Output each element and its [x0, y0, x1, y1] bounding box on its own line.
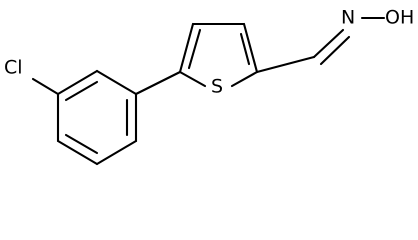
oxime-side-chain: N OH [255, 7, 414, 74]
thiophene-bond-5 [178, 70, 207, 88]
bond-carbon-chlorine [31, 77, 60, 96]
bond-carbon-nitrogen-1 [312, 28, 345, 59]
sulfur-label: S [211, 76, 223, 98]
structure-canvas: Cl S N OH [4, 6, 415, 166]
bond-phenyl-thiophene [134, 70, 182, 96]
thiophene-double-bond-2 [239, 32, 251, 66]
hydroxyl-label: OH [385, 7, 414, 29]
thiophene-ring: S [178, 22, 259, 98]
thiophene-bond-3 [242, 22, 259, 74]
bond-ring-2 [95, 69, 138, 96]
bond-ring-1 [56, 69, 99, 96]
bond-ring-5 [56, 139, 99, 166]
aromatic-bond-3 [64, 133, 99, 155]
chlorine-substituent: Cl [4, 57, 60, 96]
thiophene-double-bond-1 [187, 28, 202, 70]
thiophene-bond-4 [230, 70, 259, 88]
chlorophenyl-ring [56, 69, 138, 166]
nitrogen-label: N [341, 7, 355, 29]
thiophene-bond-1 [178, 22, 195, 74]
bond-ring-4 [95, 139, 138, 166]
chlorine-label: Cl [4, 57, 23, 79]
aromatic-bond-1 [64, 80, 99, 102]
bond-thiophene-carbon [255, 55, 316, 74]
bond-carbon-nitrogen-2 [319, 35, 351, 66]
chemical-structure-diagram: Cl S N OH [4, 7, 414, 166]
